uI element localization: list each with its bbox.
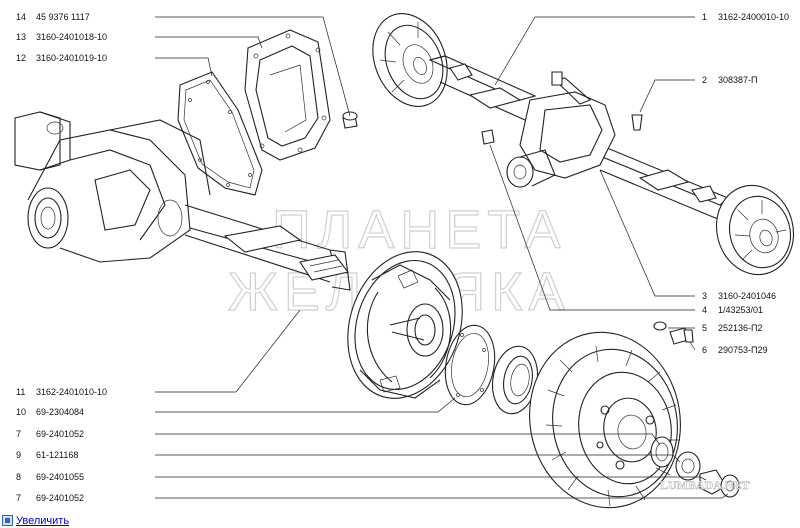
callout-code-14: 45 9376 1117 (36, 12, 90, 22)
callout-code-2: 308387-П (718, 75, 758, 85)
hub-fasteners (650, 436, 740, 498)
callout-code-3: 3160-2401046 (718, 291, 776, 301)
hub-gasket (444, 324, 496, 406)
callout-code-13: 3160-2401018-10 (36, 32, 107, 42)
callout-code-5: 252136-П2 (718, 323, 763, 333)
callout-num-10: 10 (16, 407, 26, 417)
callout-num-6: 6 (702, 345, 707, 355)
callout-code-4: 1/43253/01 (718, 305, 763, 315)
callout-code-6: 290753-П29 (718, 345, 768, 355)
callout-code-11: 3162-2401010-10 (36, 387, 107, 397)
axle-housing (14, 111, 351, 291)
callout-num-2: 2 (702, 75, 707, 85)
brake-backing-plate (347, 251, 463, 399)
callout-num-8: 8 (16, 472, 21, 482)
enlarge-link[interactable]: Увеличить (16, 514, 70, 527)
cover-gasket (177, 71, 263, 196)
callout-code-1: 3162-2400010-10 (718, 12, 789, 22)
brake-drum (529, 331, 681, 509)
callout-num-7b: 7 (16, 493, 21, 503)
callout-num-11: 11 (16, 387, 25, 397)
bolt-and-washer (653, 321, 694, 345)
zoom-icon[interactable] (2, 515, 13, 526)
callout-num-13: 13 (16, 32, 26, 42)
housing-cover (244, 29, 331, 161)
callout-num-7a: 7 (16, 429, 21, 439)
callouts-left: 14 45 9376 1117 13 3160-2401018-10 12 31… (16, 12, 107, 503)
callout-code-7a: 69-2401052 (36, 429, 84, 439)
callout-num-3: 3 (702, 291, 707, 301)
leader-lines (155, 16, 729, 499)
callout-code-12: 3160-2401019-10 (36, 53, 107, 63)
callout-num-1: 1 (702, 12, 707, 22)
callouts-right: 1 3162-2400010-10 2 308387-П 3 3160-2401… (702, 12, 789, 355)
callout-code-9: 61-121168 (36, 450, 78, 460)
site-watermark: LUMBADA.NET (660, 478, 750, 492)
exploded-diagram: ПЛАНЕТА ЖЕЛЕЗЯКА (14, 12, 795, 509)
callout-code-8: 69-2401055 (36, 472, 84, 482)
drain-plug (342, 111, 358, 129)
axle-assembly-overview (372, 13, 795, 276)
footer-bar: Увеличить (0, 513, 800, 528)
callout-code-10: 69-2304084 (36, 407, 84, 417)
callout-num-5: 5 (702, 323, 707, 333)
watermark-line1: ПЛАНЕТА (272, 200, 567, 260)
callout-num-9: 9 (16, 450, 21, 460)
callout-code-7b: 69-2401052 (36, 493, 84, 503)
callout-num-4: 4 (702, 305, 707, 315)
callout-num-14: 14 (16, 12, 26, 22)
callout-num-12: 12 (16, 53, 26, 63)
